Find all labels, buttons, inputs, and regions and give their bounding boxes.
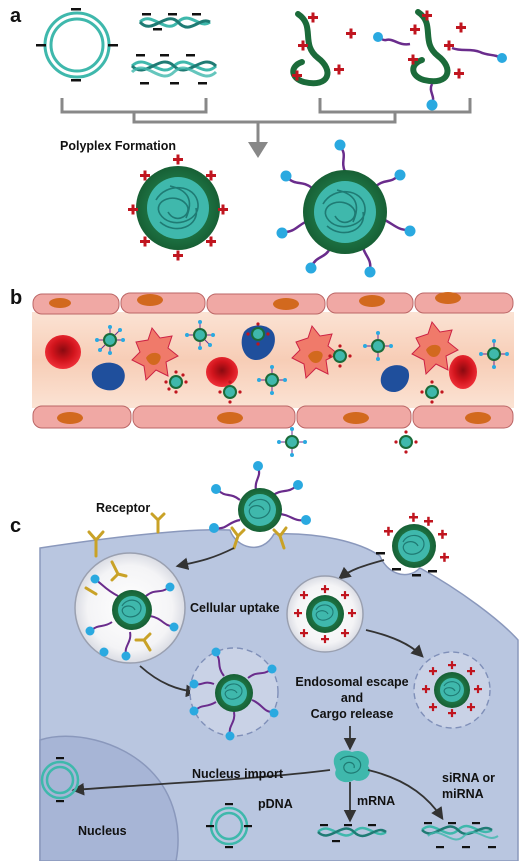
polyplex-formation-label: Polyplex Formation — [60, 139, 176, 153]
receptor-icon — [87, 512, 166, 558]
receptor-label: Receptor — [96, 501, 150, 515]
endosome-pegylated-icon — [74, 552, 186, 664]
panel-b-letter: b — [10, 287, 22, 309]
panel-a-letter: a — [10, 5, 22, 27]
uptake-arrow-right — [338, 559, 385, 580]
endosome-cationic-icon — [286, 575, 364, 653]
endosomal-escape-label: Endosomal escape — [295, 675, 408, 689]
circulating-polyplexes — [95, 320, 509, 404]
nucleus-import-label: Nucleus import — [192, 767, 284, 781]
sirna-icon — [421, 822, 499, 849]
nucleus-label: Nucleus — [78, 824, 127, 838]
mrna-label: mRNA — [357, 794, 395, 808]
nuclear-plasmid-icon — [40, 757, 80, 803]
pdna-plasmid-icon — [206, 803, 252, 849]
cargo-release-label: Cargo release — [311, 707, 394, 721]
bound-cationic-polyplex-icon — [376, 512, 449, 577]
panel-c-letter: c — [10, 515, 21, 537]
uptake-arrow-left — [175, 547, 235, 570]
down-arrow-icon — [248, 142, 268, 158]
cationic-polymer-icon — [290, 11, 356, 87]
red-blood-cells — [45, 335, 477, 389]
double-strand-dna-icon — [130, 54, 218, 85]
mrna-icon — [317, 824, 387, 843]
sirna-arrow — [367, 769, 444, 821]
endothelial-layer-top — [32, 292, 514, 315]
endosomal-escape-and-label: and — [341, 691, 363, 705]
cationic-polyplex-icon — [128, 154, 228, 261]
platelets — [131, 320, 459, 382]
pegylated-polymer-icon — [373, 9, 507, 111]
combination-bracket — [60, 98, 472, 146]
escaping-endosome-pegylated-icon — [189, 647, 279, 741]
mirna-label: miRNA — [442, 787, 484, 801]
sirna-label: siRNA or — [442, 771, 495, 785]
escaping-endosome-cationic-icon — [413, 651, 491, 729]
pegylated-polyplex-icon — [276, 139, 416, 278]
escape-arrow-right — [365, 629, 424, 658]
mrna-strand-icon — [138, 13, 211, 31]
endothelial-layer-bottom — [32, 405, 514, 429]
released-nucleic-acid-icon — [333, 750, 370, 783]
bound-pegylated-polyplex-icon — [209, 461, 311, 550]
nucleus-import-arrow — [71, 769, 331, 796]
pdna-label: pDNA — [258, 797, 293, 811]
plasmid-dna-icon — [36, 8, 118, 82]
cellular-uptake-label: Cellular uptake — [190, 601, 280, 615]
extravasated-polyplexes — [277, 427, 418, 457]
